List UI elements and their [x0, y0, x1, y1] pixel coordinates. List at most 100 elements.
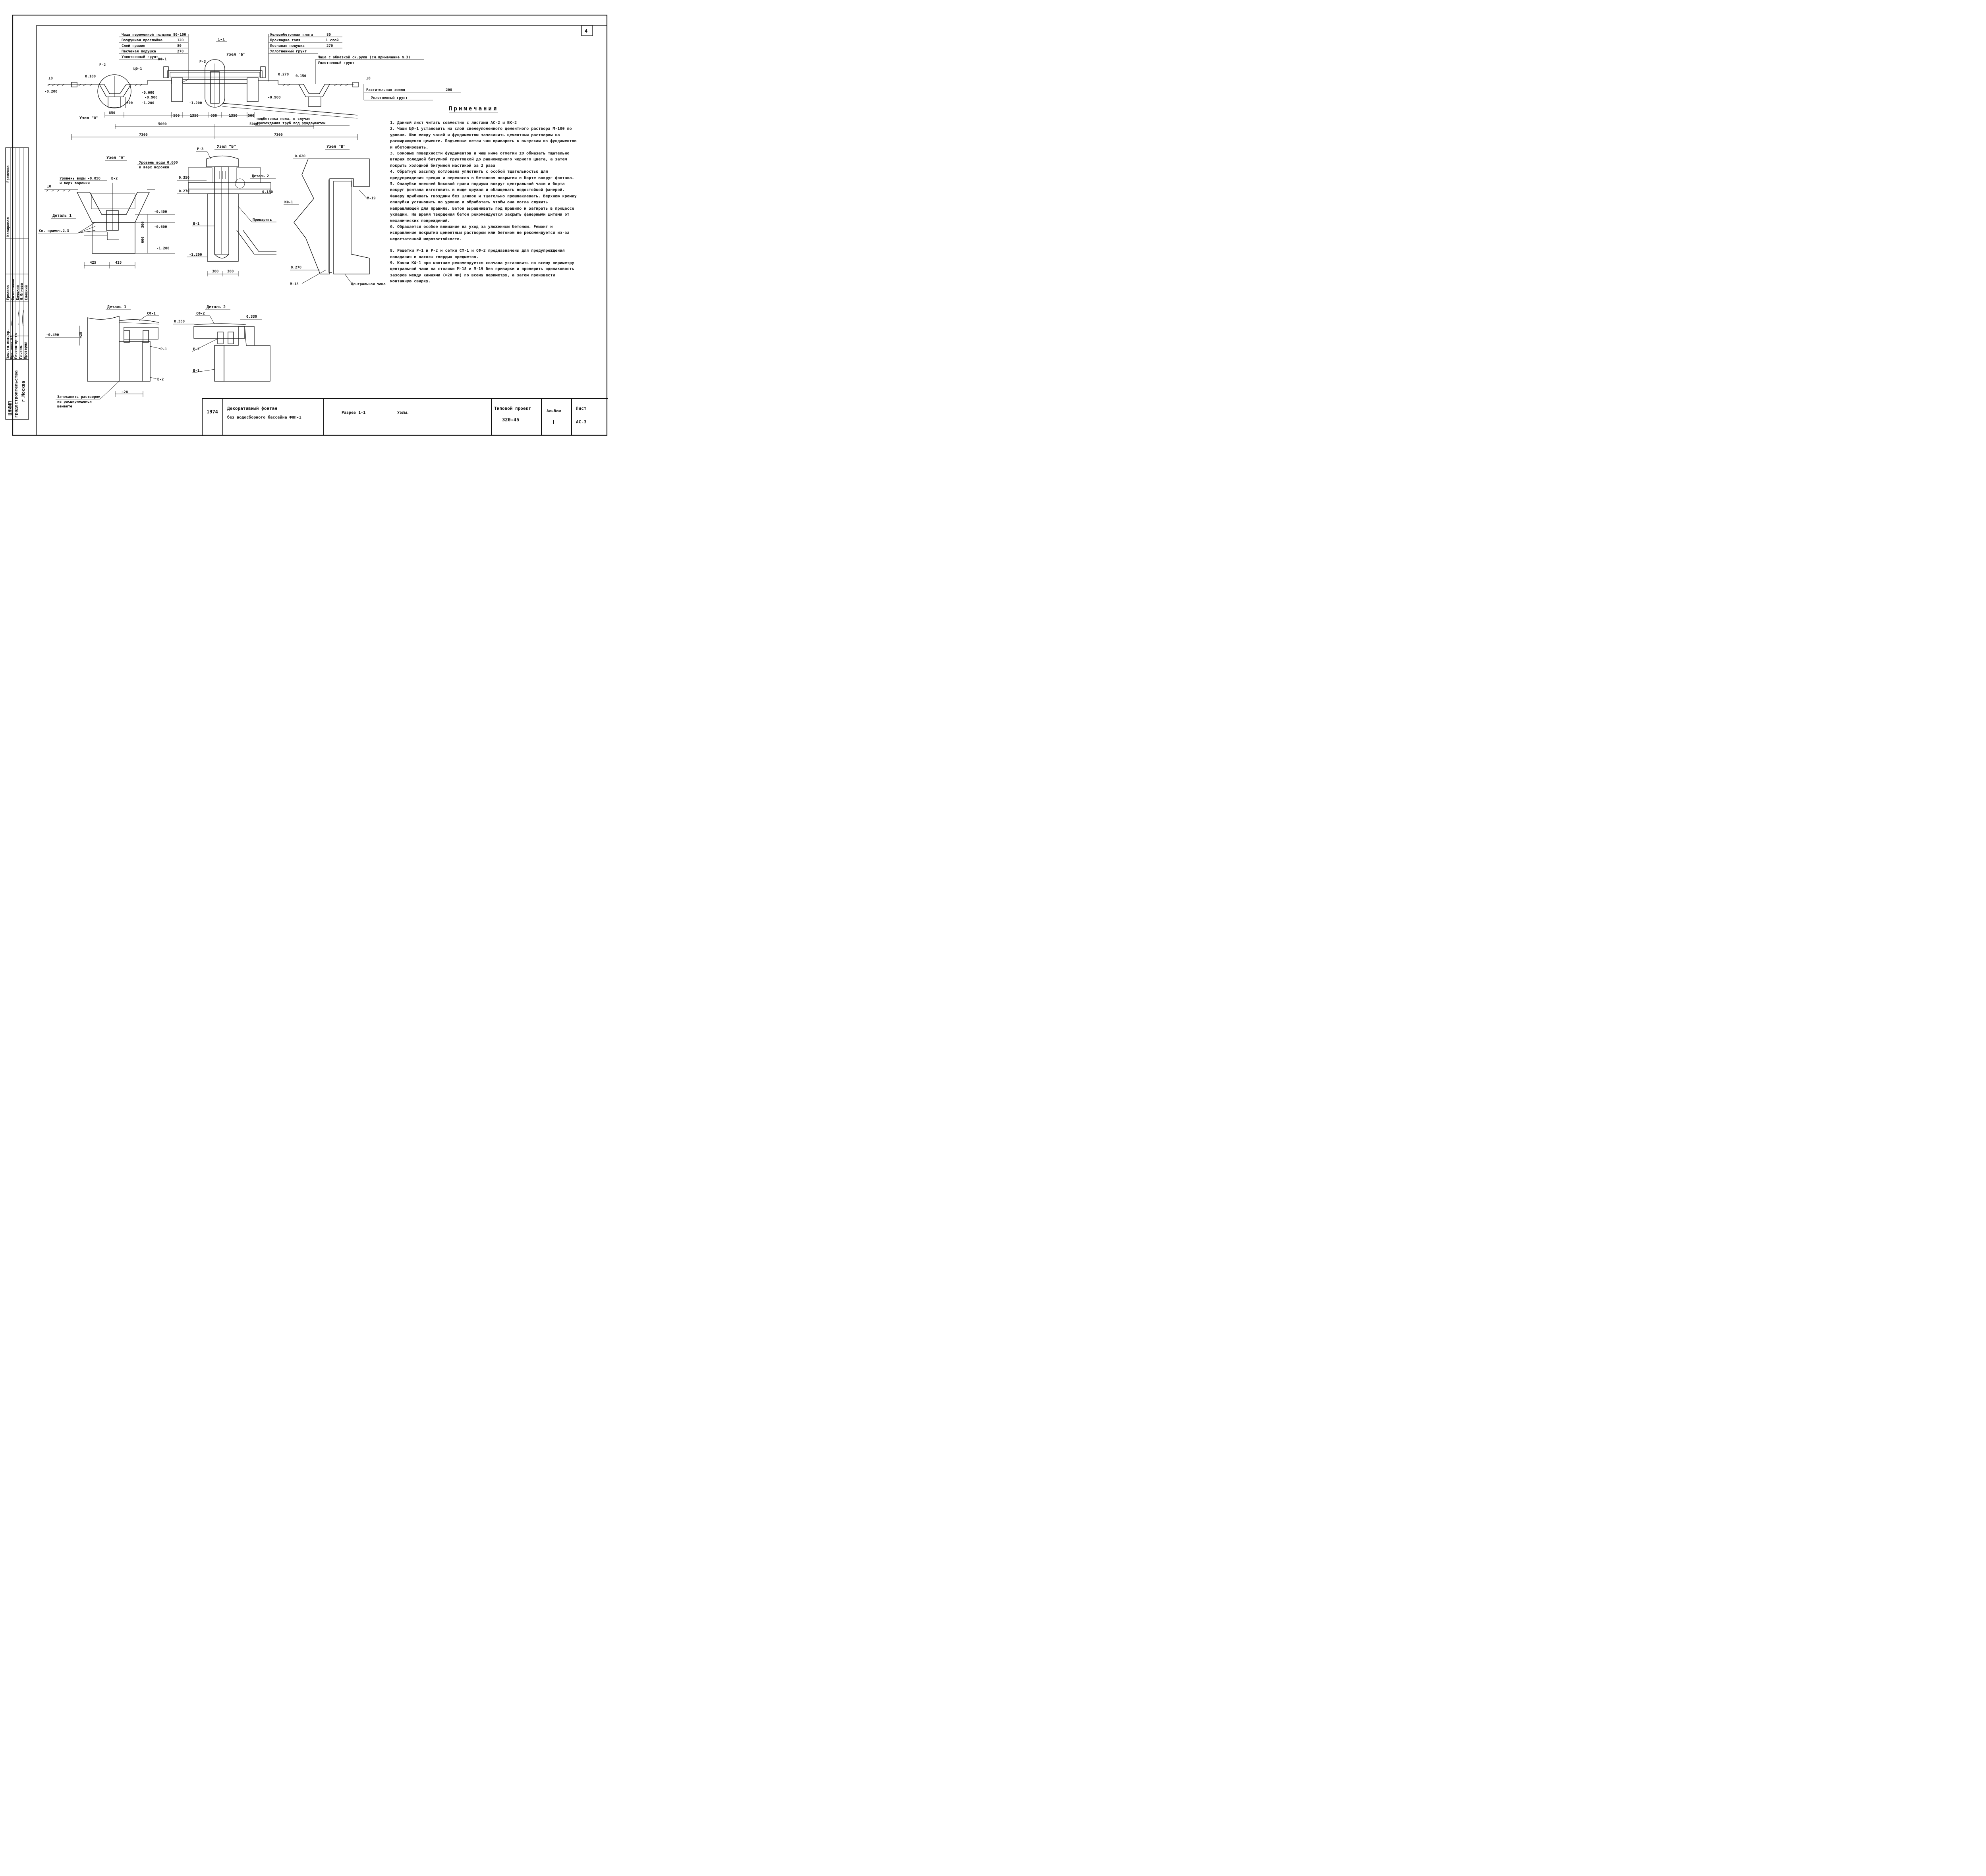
node-v-label-kf1: КФ-1 — [284, 201, 293, 205]
org-line-1: градостроительства — [14, 370, 19, 418]
layer-left-2-name: Слой гравия — [122, 44, 145, 48]
sheet-number-box — [581, 25, 593, 36]
node-a-circle — [97, 74, 131, 108]
node-v-label-m19: М-19 — [367, 197, 376, 201]
tb-album-label: Альбом — [547, 409, 561, 413]
node-b-elev-2: 0.150 — [262, 190, 273, 194]
tb-type-value: 320-45 — [502, 417, 520, 423]
node-a-dim-2: 300 — [141, 222, 145, 228]
detail2-elev-1: 0.330 — [246, 315, 257, 319]
detail1-label-r1: Р-1 — [160, 347, 167, 351]
dim-small-4: 1350 — [229, 114, 238, 118]
layer-left-3-name: Песчаная подушка — [122, 50, 156, 54]
elev-9: -0.900 — [268, 96, 281, 100]
node-b-title: Узел "Б" — [217, 145, 236, 149]
stamp-role-3: Гл.инж. — [19, 344, 23, 359]
dim-mid-1: 5000 — [249, 122, 258, 126]
note-6: 6. Обращается особое внимание на уход за… — [390, 224, 570, 241]
elev-6: -1.200 — [189, 101, 202, 105]
pipe-note-1: подбетонка пола, в случае — [257, 117, 311, 121]
layer-left-1-value: 120 — [177, 39, 184, 42]
bowl-note-sub: Уплотненный грунт — [318, 61, 354, 65]
elev-8: 0.150 — [296, 74, 306, 78]
org-line-2: г.Москва — [21, 381, 26, 402]
node-a-label-detail1: Деталь 1 — [52, 214, 71, 218]
detail1-dim-0: ≈28 — [79, 332, 83, 338]
label-node-b: Узел "Б" — [226, 52, 245, 57]
node-a-wl2: Уровень воды -0.050 — [60, 177, 100, 181]
detail2-elev-0: 0.350 — [174, 320, 185, 324]
detail1-dim-1: ~28 — [122, 390, 128, 394]
label-r2: Р-2 — [99, 63, 106, 67]
node-a-elev-2: -0.600 — [154, 225, 167, 229]
detail-2: Деталь 2 СФ-2 Р-2 В-1 0.350 0.330 — [173, 305, 270, 382]
elev-3: -0.600 — [141, 91, 155, 95]
layer-right-1-name: Прокладка толя — [270, 39, 300, 42]
node-a-wl1b: и верх воронки — [139, 166, 169, 170]
stamp-role-0: Зам.гл.инж.пр. — [6, 329, 10, 359]
layer-right-2-name: Песчаная подушка — [270, 44, 305, 48]
note-8: 8. Решетки Р-1 и Р-2 и сетки СФ-1 и СФ-2… — [390, 249, 565, 259]
approval-stamp — [5, 147, 29, 420]
tb-sheet-label: Лист — [576, 406, 587, 411]
note-5: 5. Опалубки внешней боковой грани подиум… — [390, 182, 577, 223]
node-b-elev-3: -1.200 — [189, 253, 202, 257]
node-v-elev-1: 0.270 — [291, 266, 301, 270]
note-1: 1. Данный лист читать совместно с листам… — [390, 121, 517, 125]
node-a-elev-3: -1.200 — [156, 247, 170, 251]
drawing-sheet: 4 1-1 Чаша переменной толщины 80-100 Воз… — [5, 14, 608, 436]
layer-callouts-left: Чаша переменной толщины 80-100 Воздушная… — [119, 33, 189, 83]
note-4: 4. Обратную засыпку котлована уплотнить … — [390, 170, 574, 180]
detail1-title: Деталь 1 — [107, 305, 126, 309]
detail2-title: Деталь 2 — [207, 305, 226, 309]
elev-0: ±0 — [48, 77, 53, 81]
stamp-copied-name: Еременко — [6, 165, 10, 183]
elev-7: 0.270 — [278, 73, 289, 77]
stamp-role-4: Проверил — [24, 342, 28, 359]
bowl-note-text: Чаша с обмазкой ск.рукв (см.примечание п… — [318, 55, 410, 60]
soil-0-name: Растительная земля — [366, 88, 405, 92]
layer-right-2-value: 270 — [326, 44, 333, 48]
layer-left-3-value: 270 — [177, 50, 184, 54]
node-b-elev-1: 0.270 — [179, 189, 189, 193]
node-b-label-weld: Приварить — [253, 218, 272, 222]
node-b-detail: Узел "Б" Р-3 Деталь 2 В-1 Приварить 0.35… — [177, 145, 276, 276]
stamp-role-1: Рук.маст.№5 — [10, 335, 14, 359]
tb-type-label: Типовой проект — [494, 406, 531, 411]
layer-right-1-value: 1 слой — [326, 39, 339, 42]
soil-0-value: 200 — [446, 88, 452, 92]
layer-right-0-value: 80 — [326, 33, 331, 37]
node-a-title: Узел "А" — [106, 156, 126, 160]
layer-callouts-right: Железобетонная плита 80 Прокладка толя 1… — [268, 33, 342, 81]
notes-block: 1. Данный лист читать совместно с листам… — [390, 120, 577, 285]
dim-small-5: 500 — [248, 114, 254, 118]
elev-2: -0.200 — [44, 90, 58, 94]
node-a-label-note: См. примеч.2,3 — [39, 229, 69, 233]
tb-sheet-title-1: Разрез 1-1 — [342, 411, 366, 415]
dimension-lines — [71, 97, 358, 140]
tb-project-1: Декоративный фонтан — [227, 406, 277, 411]
stamp-role-2: Гл.инж.пр-та — [14, 333, 18, 359]
label-kf1: КФ-1 — [158, 58, 167, 62]
node-b-dim-0: 300 — [212, 270, 218, 274]
detail-1: Деталь 1 СФ-1 Р-1 В-2 -0.490 ≈28 ~28 Зач… — [45, 305, 167, 409]
tb-sheet-title-2: Узлы. — [397, 411, 410, 415]
tb-sheet-value: АС-3 — [576, 419, 587, 425]
node-v-label-central: Центральная чаша — [351, 282, 386, 286]
label-node-a: Узел "А" — [79, 116, 99, 120]
node-b-dim-1: 300 — [227, 270, 234, 274]
dim-800: 800 — [126, 101, 133, 105]
detail1-note-0: Зачеканить раствором — [57, 395, 100, 399]
node-a-elev-1: -0.400 — [154, 210, 167, 214]
soil-1-name: Уплотненный грунт — [371, 96, 408, 100]
note-3: 3. Боковые поверхности фундаментов и чаш… — [390, 151, 570, 168]
stamp-name-1: Овчинников — [11, 278, 15, 300]
elev-10: ±0 — [366, 77, 371, 81]
note-9: 9. Камни КФ-1 при монтаже рекомендуется … — [390, 261, 574, 284]
layer-right-0-name: Железобетонная плита — [270, 33, 313, 37]
bowl-note: Чаша с обмазкой ск.рукв (см.примечание п… — [315, 55, 424, 84]
dim-total-0: 7300 — [139, 133, 148, 137]
node-v-elev-0: 0.620 — [295, 154, 305, 158]
node-a-dim-0: 425 — [90, 261, 96, 265]
soil-layer-callouts: Растительная земля 200 Уплотненный грунт — [363, 84, 461, 100]
